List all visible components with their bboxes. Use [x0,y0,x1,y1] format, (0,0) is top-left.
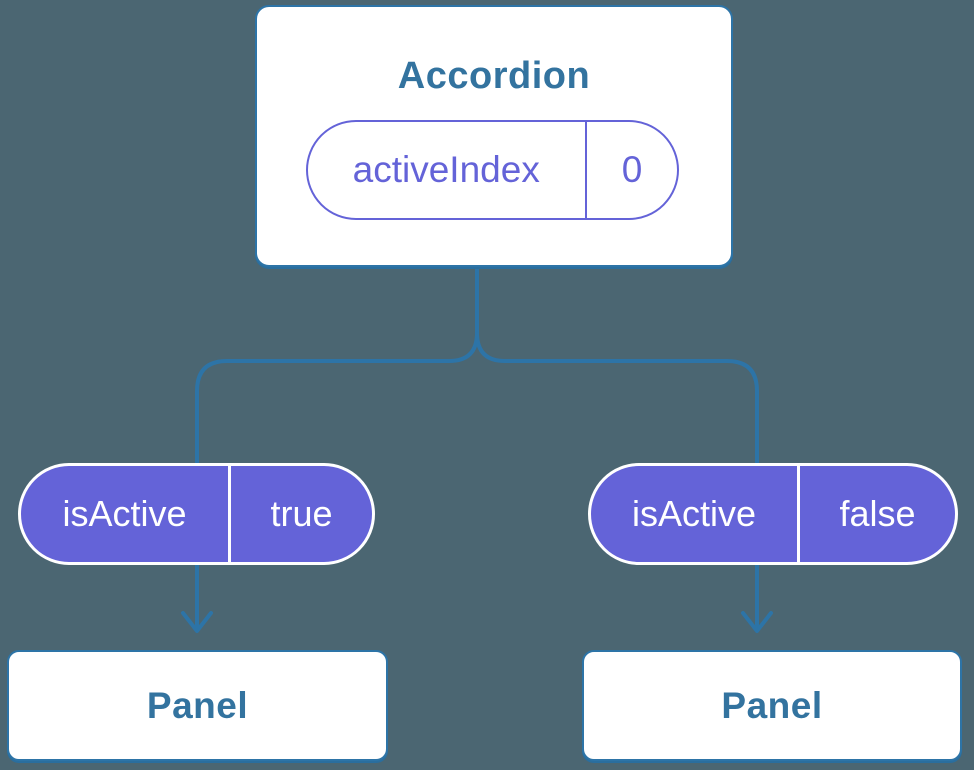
panel-component-card-right: Panel [582,650,962,761]
prop-pill-divider [797,466,800,562]
state-pill-activeindex: activeIndex 0 [306,120,679,220]
connector-right-branch [475,331,759,632]
prop-pill-isactive-false: isActive false [588,463,958,565]
panel-title: Panel [721,684,823,726]
connector-left-branch [195,253,479,632]
accordion-component-card: Accordion activeIndex 0 [255,5,733,267]
state-pill-value: 0 [621,149,643,190]
prop-pill-name: isActive [62,493,187,534]
prop-pill-isactive-true: isActive true [18,463,375,565]
state-pill-divider [584,122,587,218]
prop-pill-name: isActive [631,493,757,534]
panel-title: Panel [146,684,249,726]
prop-pill-divider [228,466,231,562]
prop-pill-value: false [839,493,916,534]
prop-pill-value: true [270,493,333,534]
arrowhead-left-icon [181,611,213,633]
panel-component-card-left: Panel [7,650,388,761]
accordion-title: Accordion [397,55,591,97]
state-pill-name: activeIndex [352,149,540,190]
arrowhead-right-icon [741,611,773,633]
